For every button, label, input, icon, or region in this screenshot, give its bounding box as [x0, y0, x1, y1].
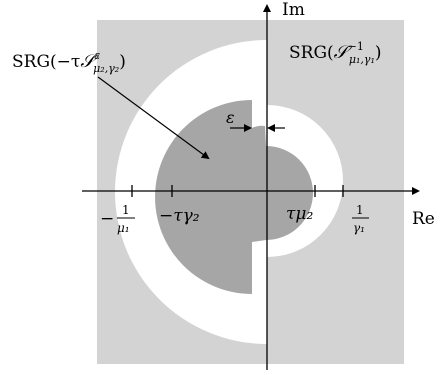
tick-label-inv-gamma1-num: 1 [356, 203, 364, 217]
epsilon-label: ε [226, 108, 235, 127]
imag-axis-label: Im [282, 0, 305, 20]
tick-label-neg-inv-mu1-den: μ₁ [117, 221, 130, 235]
tick-label-inv-gamma1-den: γ₁ [353, 221, 365, 235]
tick-label-neg-inv-mu1-num: 1 [122, 203, 130, 217]
tick-label-neg-tau-gamma2: −τγ₂ [159, 206, 200, 226]
real-axis-label: Re [412, 209, 435, 229]
inner-label-pointer [97, 76, 210, 160]
tick-label-neg-inv-mu1-minus: − [100, 209, 114, 229]
tick-label-tau-mu2: τμ₂ [286, 204, 313, 224]
